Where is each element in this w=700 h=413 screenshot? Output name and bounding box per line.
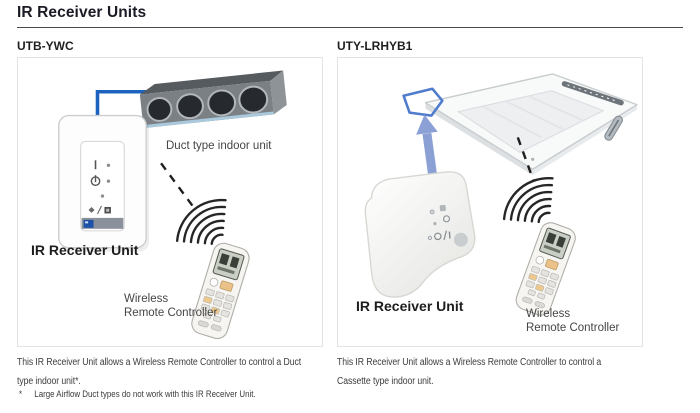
remote-controller-label: Wireless Remote Controller bbox=[526, 308, 620, 334]
caption-line: This IR Receiver Unit allows a Wireless … bbox=[17, 357, 302, 368]
ir-receiver-illustration bbox=[58, 114, 150, 252]
footnote-marker: * bbox=[19, 389, 23, 399]
caption-uty-lrhyb1: This IR Receiver Unit allows a Wireless … bbox=[337, 354, 601, 391]
ir-receiver-illustration bbox=[364, 171, 476, 298]
ir-receiver-label: IR Receiver Unit bbox=[356, 298, 464, 314]
model-label-utb-ywc: UTB-YWC bbox=[17, 39, 74, 53]
caption-line: This IR Receiver Unit allows a Wireless … bbox=[337, 357, 602, 368]
caption-utb-ywc: This IR Receiver Unit allows a Wireless … bbox=[17, 354, 301, 391]
footnote-text: Large Airflow Duct types do not work wit… bbox=[34, 389, 256, 399]
utb-ywc-diagram-panel: Duct type indoor unit IR Receiver Unit W… bbox=[17, 57, 323, 347]
title-divider bbox=[17, 27, 683, 28]
duct-unit-label: Duct type indoor unit bbox=[166, 140, 272, 152]
footnote: * Large Airflow Duct types do not work w… bbox=[19, 389, 256, 399]
page-title: IR Receiver Units bbox=[17, 4, 147, 21]
caption-line: Cassette type indoor unit. bbox=[337, 375, 434, 387]
ir-beam-dashed-line bbox=[516, 137, 535, 182]
ir-receiver-label: IR Receiver Unit bbox=[31, 242, 139, 258]
signal-waves-icon bbox=[502, 177, 554, 224]
remote-controller-illustration bbox=[512, 219, 579, 319]
uty-lrhyb1-diagram bbox=[364, 73, 638, 319]
duct-indoor-unit-illustration bbox=[139, 70, 287, 129]
corner-receiver-highlight bbox=[402, 87, 444, 117]
ir-beam-dashed-line bbox=[160, 162, 196, 210]
caption-line: type indoor unit*. bbox=[17, 375, 81, 387]
remote-controller-illustration bbox=[188, 240, 253, 342]
model-label-uty-lrhyb1: UTY-LRHYB1 bbox=[337, 39, 413, 53]
uty-lrhyb1-diagram-panel: IR Receiver Unit Wireless Remote Control… bbox=[337, 57, 643, 347]
remote-controller-label: Wireless Remote Controller bbox=[124, 293, 218, 319]
signal-waves-icon bbox=[175, 198, 227, 246]
cassette-indoor-unit-illustration bbox=[424, 73, 638, 176]
utb-ywc-diagram bbox=[58, 70, 287, 342]
